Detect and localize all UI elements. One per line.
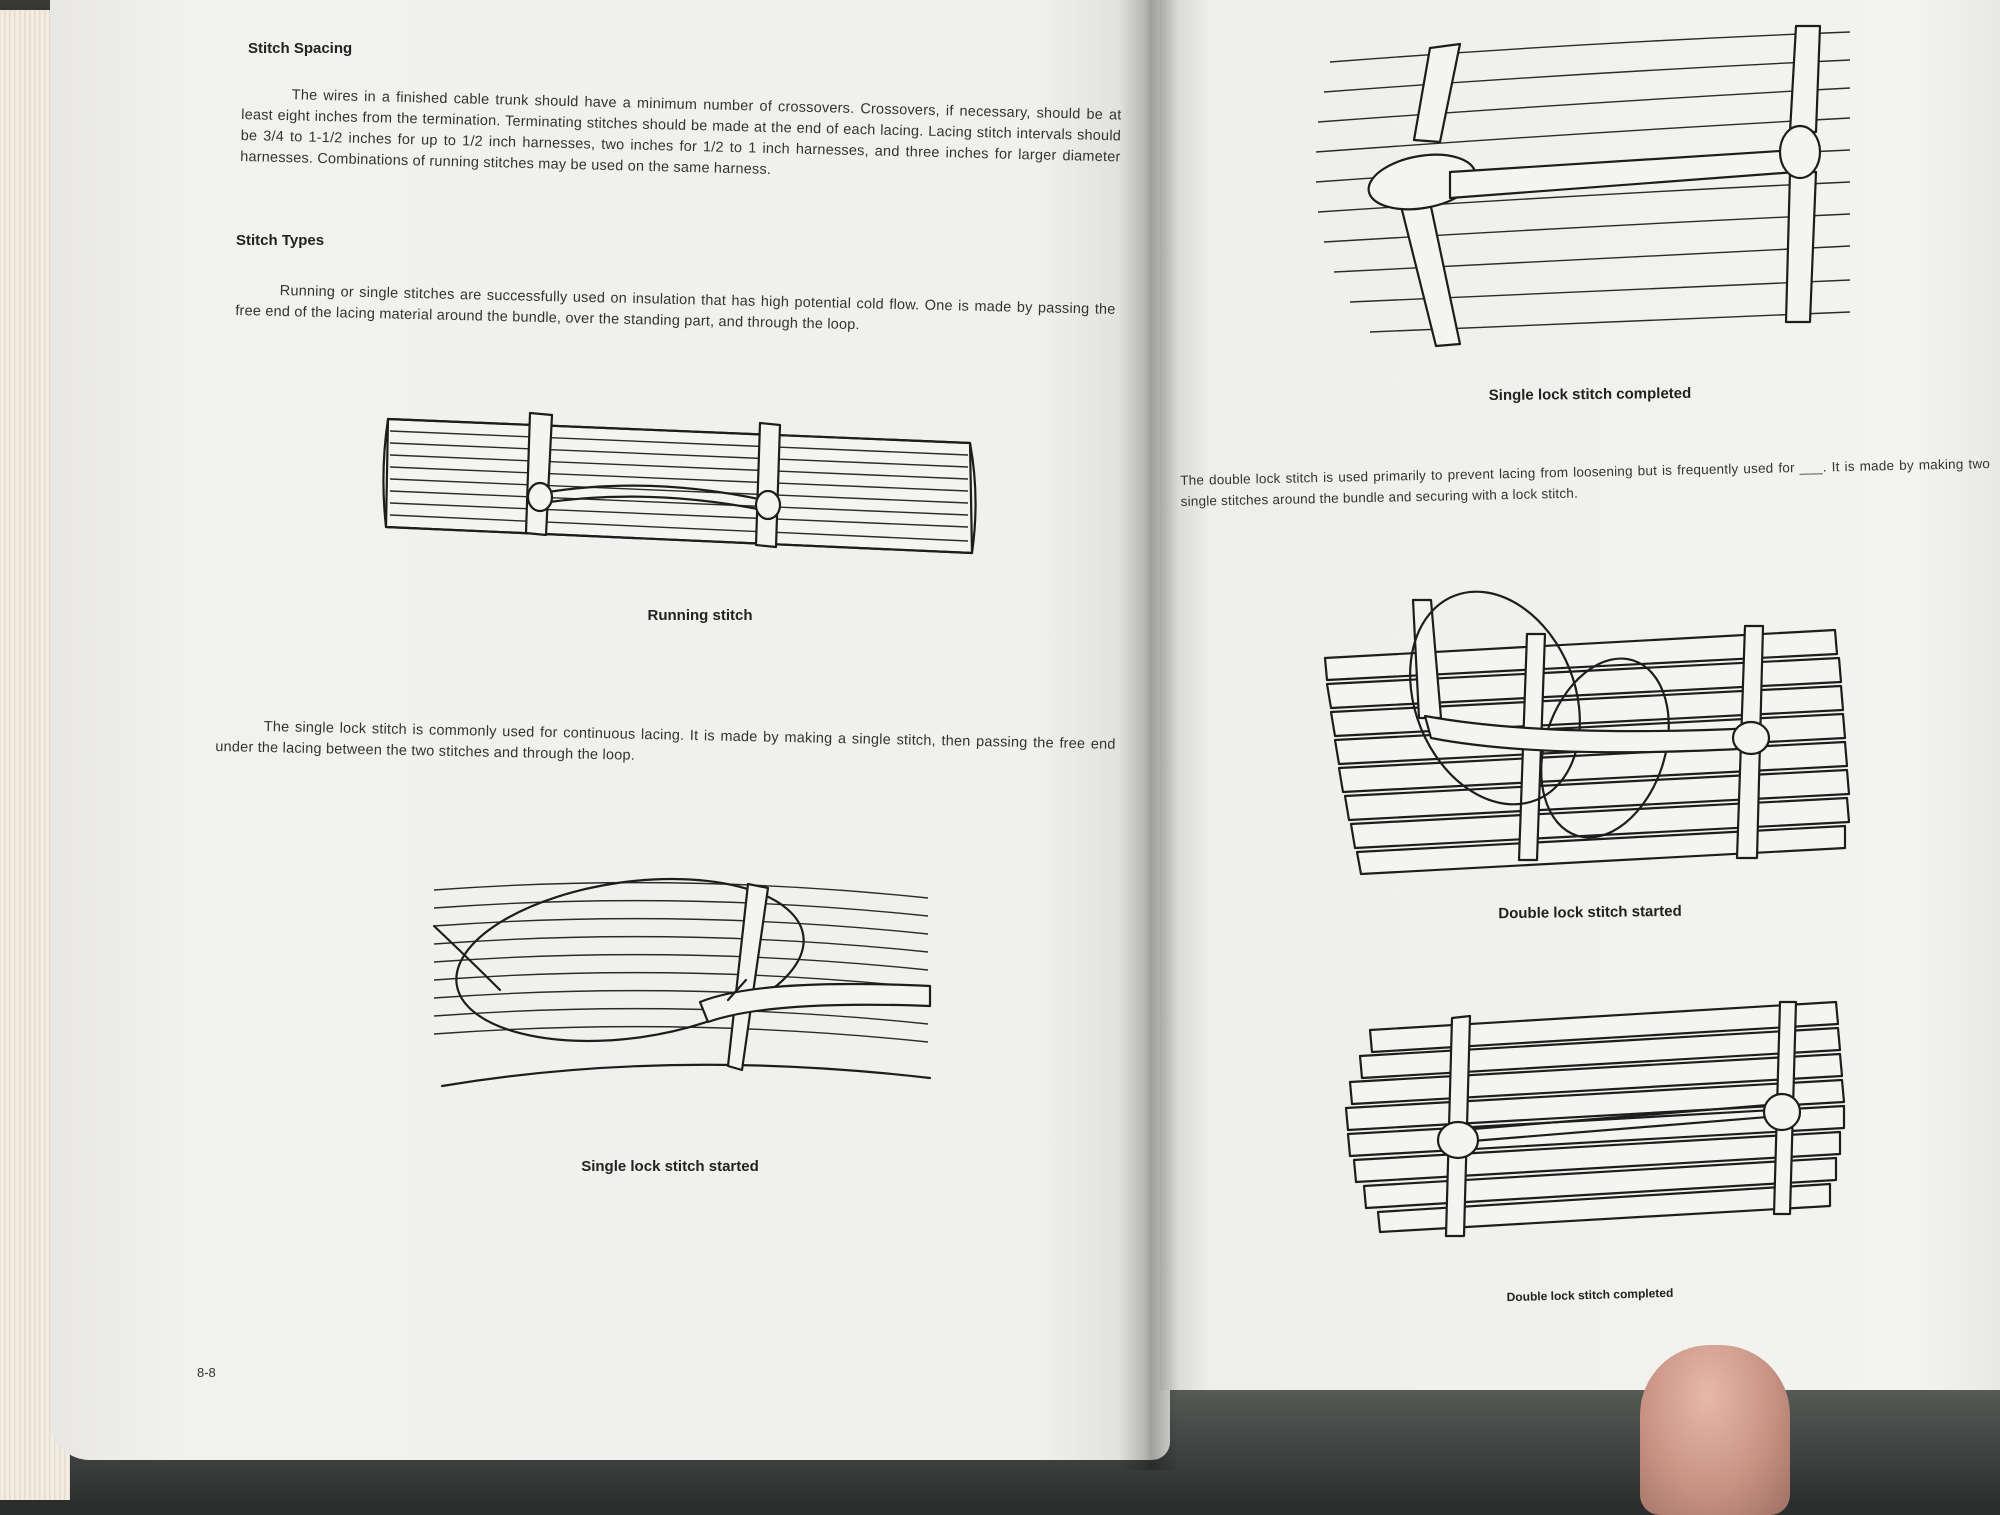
single-lock-stitch-started-illustration bbox=[432, 877, 932, 1088]
double-lock-stitch-started-illustration bbox=[1323, 590, 1851, 876]
running-stitch-illustration bbox=[382, 411, 977, 555]
heading-stitch-types: Stitch Types bbox=[236, 232, 325, 249]
caption-single-lock-stitch-started: Single lock stitch started bbox=[581, 1158, 759, 1175]
left-page bbox=[50, 0, 1170, 1460]
single-lock-stitch-completed-illustration bbox=[1315, 24, 1851, 348]
heading-stitch-spacing: Stitch Spacing bbox=[248, 40, 353, 57]
caption-running-stitch: Running stitch bbox=[647, 607, 753, 624]
reader-thumb bbox=[1640, 1345, 1790, 1515]
page-number: 8-8 bbox=[197, 1365, 216, 1380]
caption-double-lock-stitch-started: Double lock stitch started bbox=[1498, 902, 1682, 923]
caption-single-lock-stitch-completed: Single lock stitch completed bbox=[1488, 384, 1692, 405]
double-lock-stitch-completed-illustration bbox=[1344, 1000, 1846, 1238]
